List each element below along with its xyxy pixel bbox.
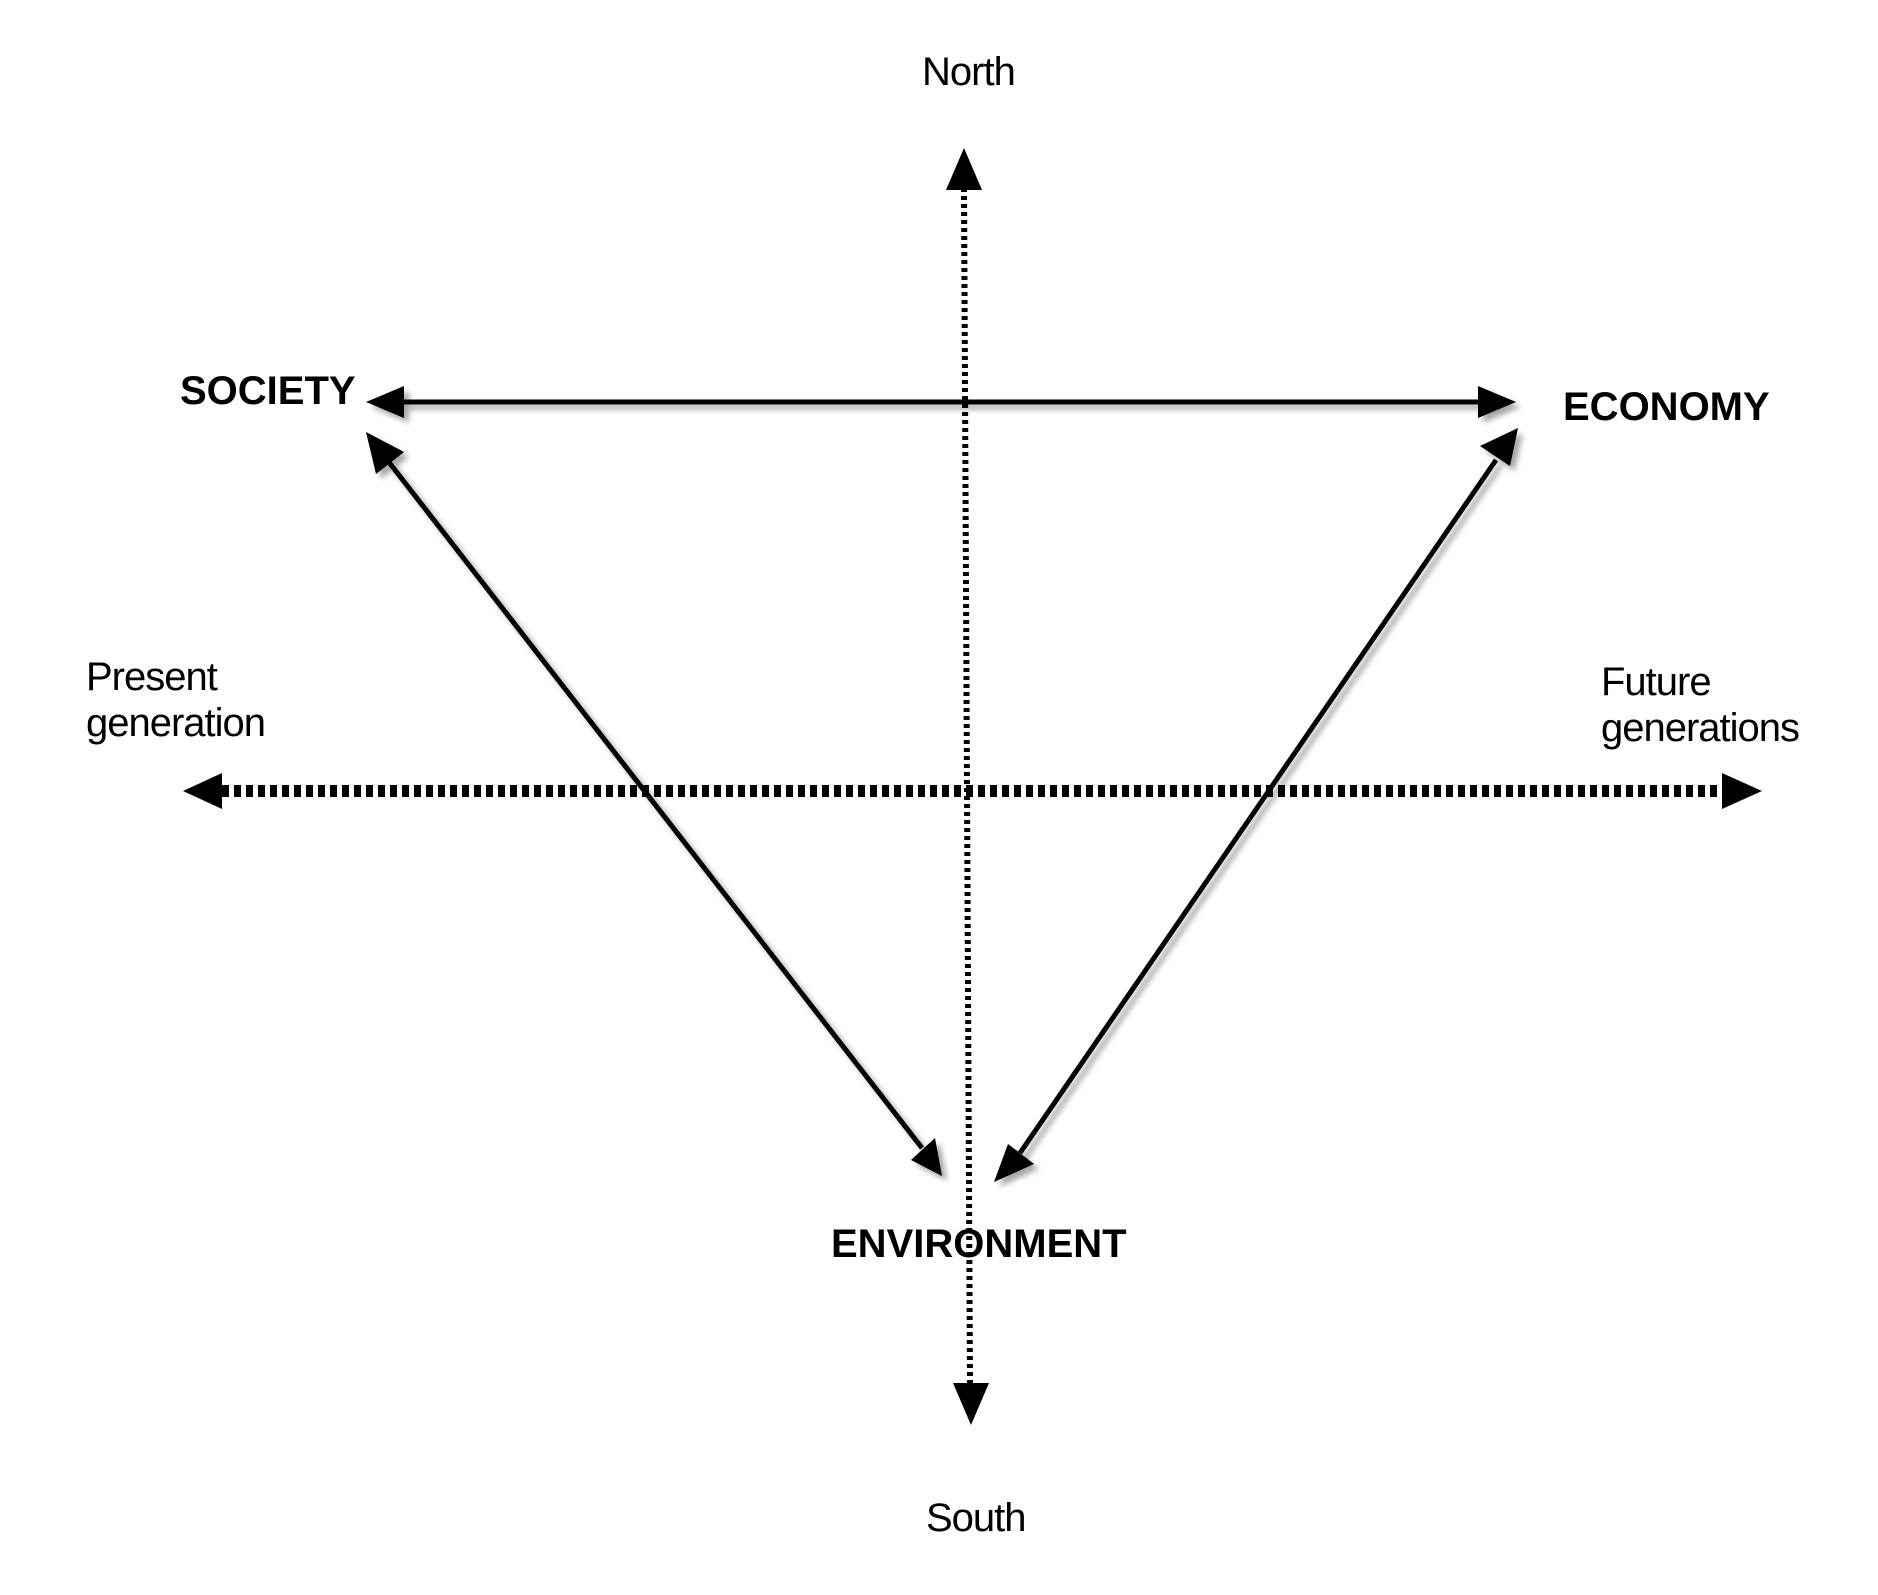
- triangle-relations: [366, 386, 1518, 1182]
- environment-label: ENVIRONMENT: [831, 1222, 1127, 1266]
- north-label: North: [922, 50, 1016, 94]
- present-generation-label-line1: Present: [86, 655, 218, 699]
- arrowhead-environment-left: [911, 1138, 942, 1176]
- future-generations-label-line2: generations: [1601, 706, 1800, 750]
- north-south-axis: [946, 148, 989, 1425]
- society-environment-arrow: [386, 459, 924, 1150]
- south-label: South: [926, 1496, 1027, 1540]
- present-future-axis: [183, 773, 1762, 809]
- arrowhead-society-side: [366, 432, 404, 474]
- present-generation-label: Present generation: [86, 654, 266, 746]
- present-arrowhead: [183, 773, 222, 809]
- arrowhead-to-economy: [1478, 386, 1516, 418]
- arrowhead-environment-right: [994, 1144, 1034, 1182]
- economy-environment-arrow: [1017, 458, 1499, 1155]
- north-arrowhead: [946, 148, 982, 190]
- future-arrowhead: [1722, 773, 1762, 809]
- arrowhead-economy-side: [1480, 428, 1518, 466]
- economy-label: ECONOMY: [1563, 385, 1770, 429]
- future-generations-label: Future generations: [1601, 659, 1800, 751]
- present-generation-label-line2: generation: [86, 701, 266, 745]
- society-label: SOCIETY: [180, 369, 356, 413]
- south-arrowhead: [953, 1383, 989, 1425]
- arrowhead-to-society: [366, 386, 404, 418]
- future-generations-label-line1: Future: [1601, 660, 1712, 704]
